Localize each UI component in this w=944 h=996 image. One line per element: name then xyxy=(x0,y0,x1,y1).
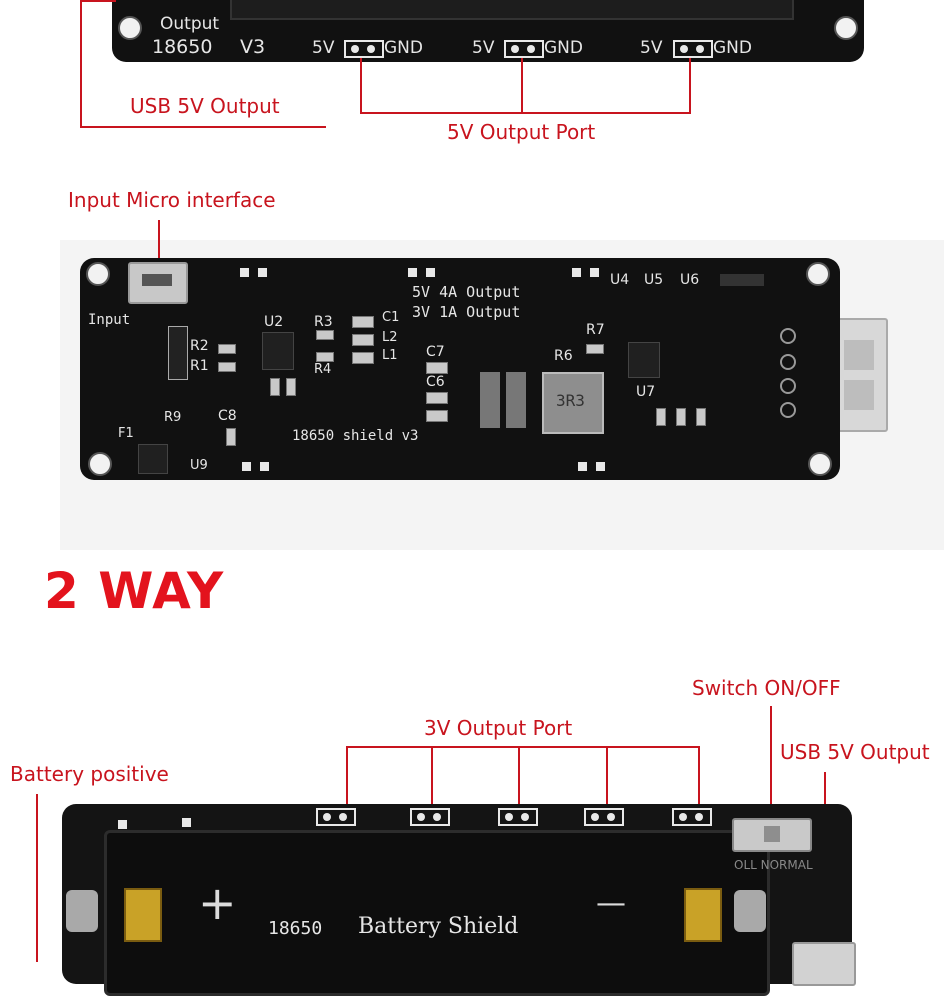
right-solder-blob xyxy=(734,890,766,932)
middle-board: Input 5V 4A Output 3V 1A Output 18650 sh… xyxy=(80,258,840,480)
top-usb-5v-output-label: USB 5V Output xyxy=(130,94,280,118)
s1-chip xyxy=(168,326,188,380)
mid-hole-tl xyxy=(86,262,110,286)
s2-diode xyxy=(506,372,526,428)
port2-5v-label: 5V xyxy=(472,38,495,58)
switch-on-off-label: Switch ON/OFF xyxy=(692,676,841,700)
mid-hole-tr xyxy=(806,262,830,286)
output-line-1: 5V 4A Output xyxy=(412,283,521,301)
top-right-hole xyxy=(834,16,858,40)
u9-chip xyxy=(138,444,168,474)
s4-diode xyxy=(480,372,500,428)
port2-header xyxy=(504,40,544,58)
three-v-output-port-label: 3V Output Port xyxy=(424,716,573,740)
battery-positive-label: Battery positive xyxy=(10,762,169,786)
bottom-usb-port xyxy=(792,942,856,986)
two-way-heading: 2 WAY xyxy=(44,562,225,620)
top-version-text: V3 xyxy=(240,36,266,58)
input-micro-interface-label: Input Micro interface xyxy=(68,188,276,212)
three-v-bracket-top xyxy=(346,746,700,748)
switch-text: OLL NORMAL xyxy=(734,858,813,872)
battery-right-contact xyxy=(684,888,722,942)
top-battery-holder xyxy=(230,0,794,20)
port1-gnd-label: GND xyxy=(384,38,423,58)
port3-5v-label: 5V xyxy=(640,38,663,58)
bottom-board: + — 18650 Battery Shield OLL NORMAL xyxy=(62,804,856,996)
port-bracket-left xyxy=(360,58,362,114)
mid-hole-br xyxy=(808,452,832,476)
port-bracket-bottom xyxy=(360,112,691,114)
usb-line-top xyxy=(80,0,116,2)
micro-usb-port xyxy=(128,262,188,304)
port3-header xyxy=(673,40,713,58)
battery-positive-pointer xyxy=(36,794,38,962)
plus-sign: + xyxy=(198,876,237,930)
port-bracket-right xyxy=(689,58,691,114)
header-3 xyxy=(498,808,538,826)
header-4 xyxy=(584,808,624,826)
left-solder-blob xyxy=(66,890,98,932)
header-5 xyxy=(672,808,712,826)
slide-switch xyxy=(732,818,812,852)
inductor: 3R3 xyxy=(542,372,604,434)
bottom-usb-5v-output-label: USB 5V Output xyxy=(780,740,930,764)
top-model-text: 18650 xyxy=(152,36,213,58)
usb-line-horizontal xyxy=(80,126,326,128)
header-2 xyxy=(410,808,450,826)
output-line-2: 3V 1A Output xyxy=(412,303,521,321)
five-v-output-port-label: 5V Output Port xyxy=(447,120,596,144)
shield-text: 18650 shield v3 xyxy=(292,428,419,444)
minus-sign: — xyxy=(596,886,626,921)
input-text: Input xyxy=(88,312,131,328)
micro-usb-pointer xyxy=(158,220,160,268)
top-board: Output 18650 V3 5V GND 5V GND 5V GND xyxy=(112,0,864,62)
switch-pointer xyxy=(770,706,772,806)
battery-model-text: 18650 xyxy=(268,918,323,939)
u2-chip xyxy=(262,332,294,370)
header-1 xyxy=(316,808,356,826)
port1-5v-label: 5V xyxy=(312,38,335,58)
port3-gnd-label: GND xyxy=(713,38,752,58)
port1-header xyxy=(344,40,384,58)
battery-shield-text: Battery Shield xyxy=(358,914,519,939)
top-left-hole xyxy=(118,16,142,40)
battery-left-contact xyxy=(124,888,162,942)
mid-hole-bl xyxy=(88,452,112,476)
usb-line-vertical xyxy=(80,0,82,128)
port2-gnd-label: GND xyxy=(544,38,583,58)
u7-chip xyxy=(628,342,660,378)
top-output-text: Output xyxy=(160,14,220,34)
port-bracket-mid xyxy=(521,58,523,114)
